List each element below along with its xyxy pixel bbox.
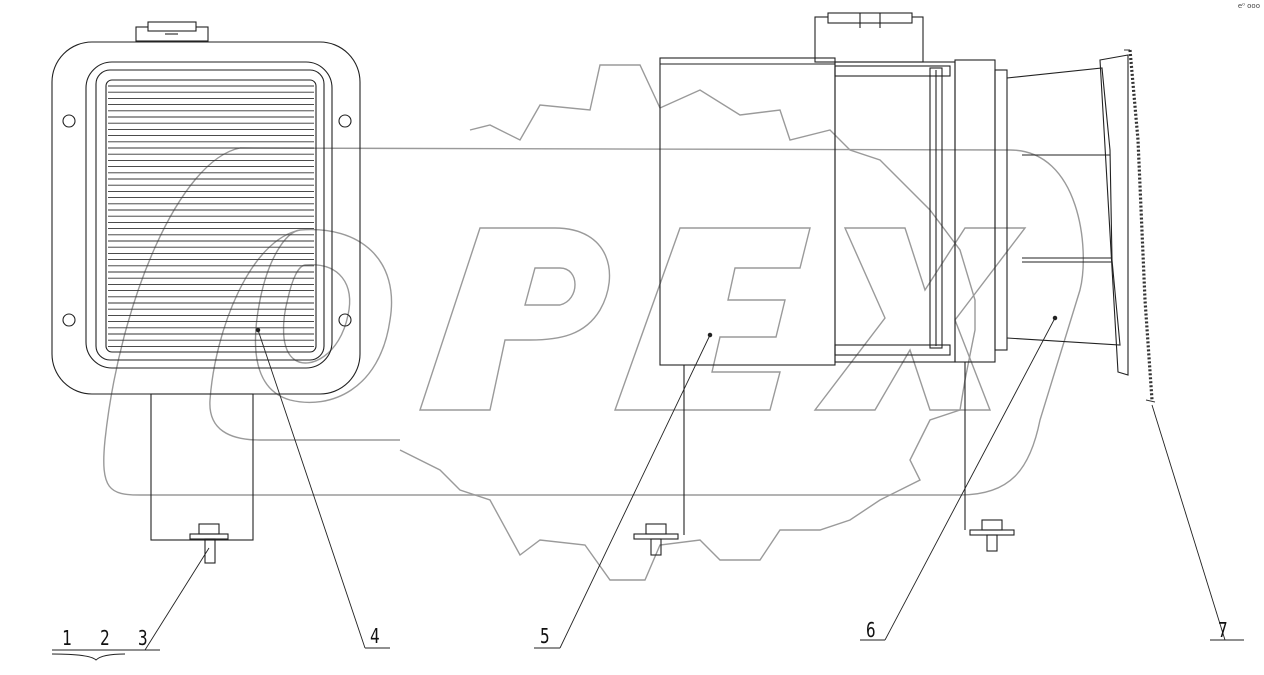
leader-lines xyxy=(51,315,1244,661)
callout-6: 6 xyxy=(866,618,876,642)
watermark-letters xyxy=(254,227,1027,411)
callout-2: 2 xyxy=(100,626,110,650)
mounting-hole-br xyxy=(338,313,352,327)
bolt-head-right xyxy=(981,519,1003,531)
watermark-swoosh xyxy=(103,147,1084,496)
mounting-hole-tl xyxy=(62,114,76,128)
mounting-hole-bl xyxy=(62,313,76,327)
side-view xyxy=(633,12,1156,556)
inner-frame xyxy=(85,61,333,369)
leader-7 xyxy=(1151,404,1226,641)
mesh-gasket xyxy=(1128,49,1154,401)
bolt-head-left xyxy=(645,523,667,535)
top-latch-inner xyxy=(147,21,197,32)
bolt-washer xyxy=(189,533,229,540)
callout-4: 4 xyxy=(370,624,380,648)
guide-rail xyxy=(929,67,943,349)
bolt-shank xyxy=(204,538,216,564)
mounting-hole-tr xyxy=(338,114,352,128)
grille-window xyxy=(105,79,317,353)
callout-7: 7 xyxy=(1218,618,1228,642)
outer-flange xyxy=(51,41,361,395)
grille-slats xyxy=(108,85,314,347)
bolt-head xyxy=(198,523,220,535)
duct-hose xyxy=(1006,67,1121,346)
bracket xyxy=(150,393,254,541)
middle-section xyxy=(834,61,956,363)
grille-border xyxy=(95,69,325,361)
callout-1: 1 xyxy=(62,626,72,650)
watermark-swoosh-inner xyxy=(209,229,400,441)
leader-6 xyxy=(884,317,1056,641)
top-connector xyxy=(814,16,924,63)
leader-5 xyxy=(559,334,711,649)
corner-mark: e⁰ ooo xyxy=(1237,2,1260,10)
main-housing xyxy=(659,57,836,366)
leader-3 xyxy=(144,547,210,651)
end-flange xyxy=(1099,54,1129,376)
callout-5: 5 xyxy=(540,624,550,648)
watermark-gear xyxy=(399,64,976,581)
leader-4 xyxy=(257,329,366,649)
front-view xyxy=(51,21,361,564)
callout-3: 3 xyxy=(138,626,148,650)
